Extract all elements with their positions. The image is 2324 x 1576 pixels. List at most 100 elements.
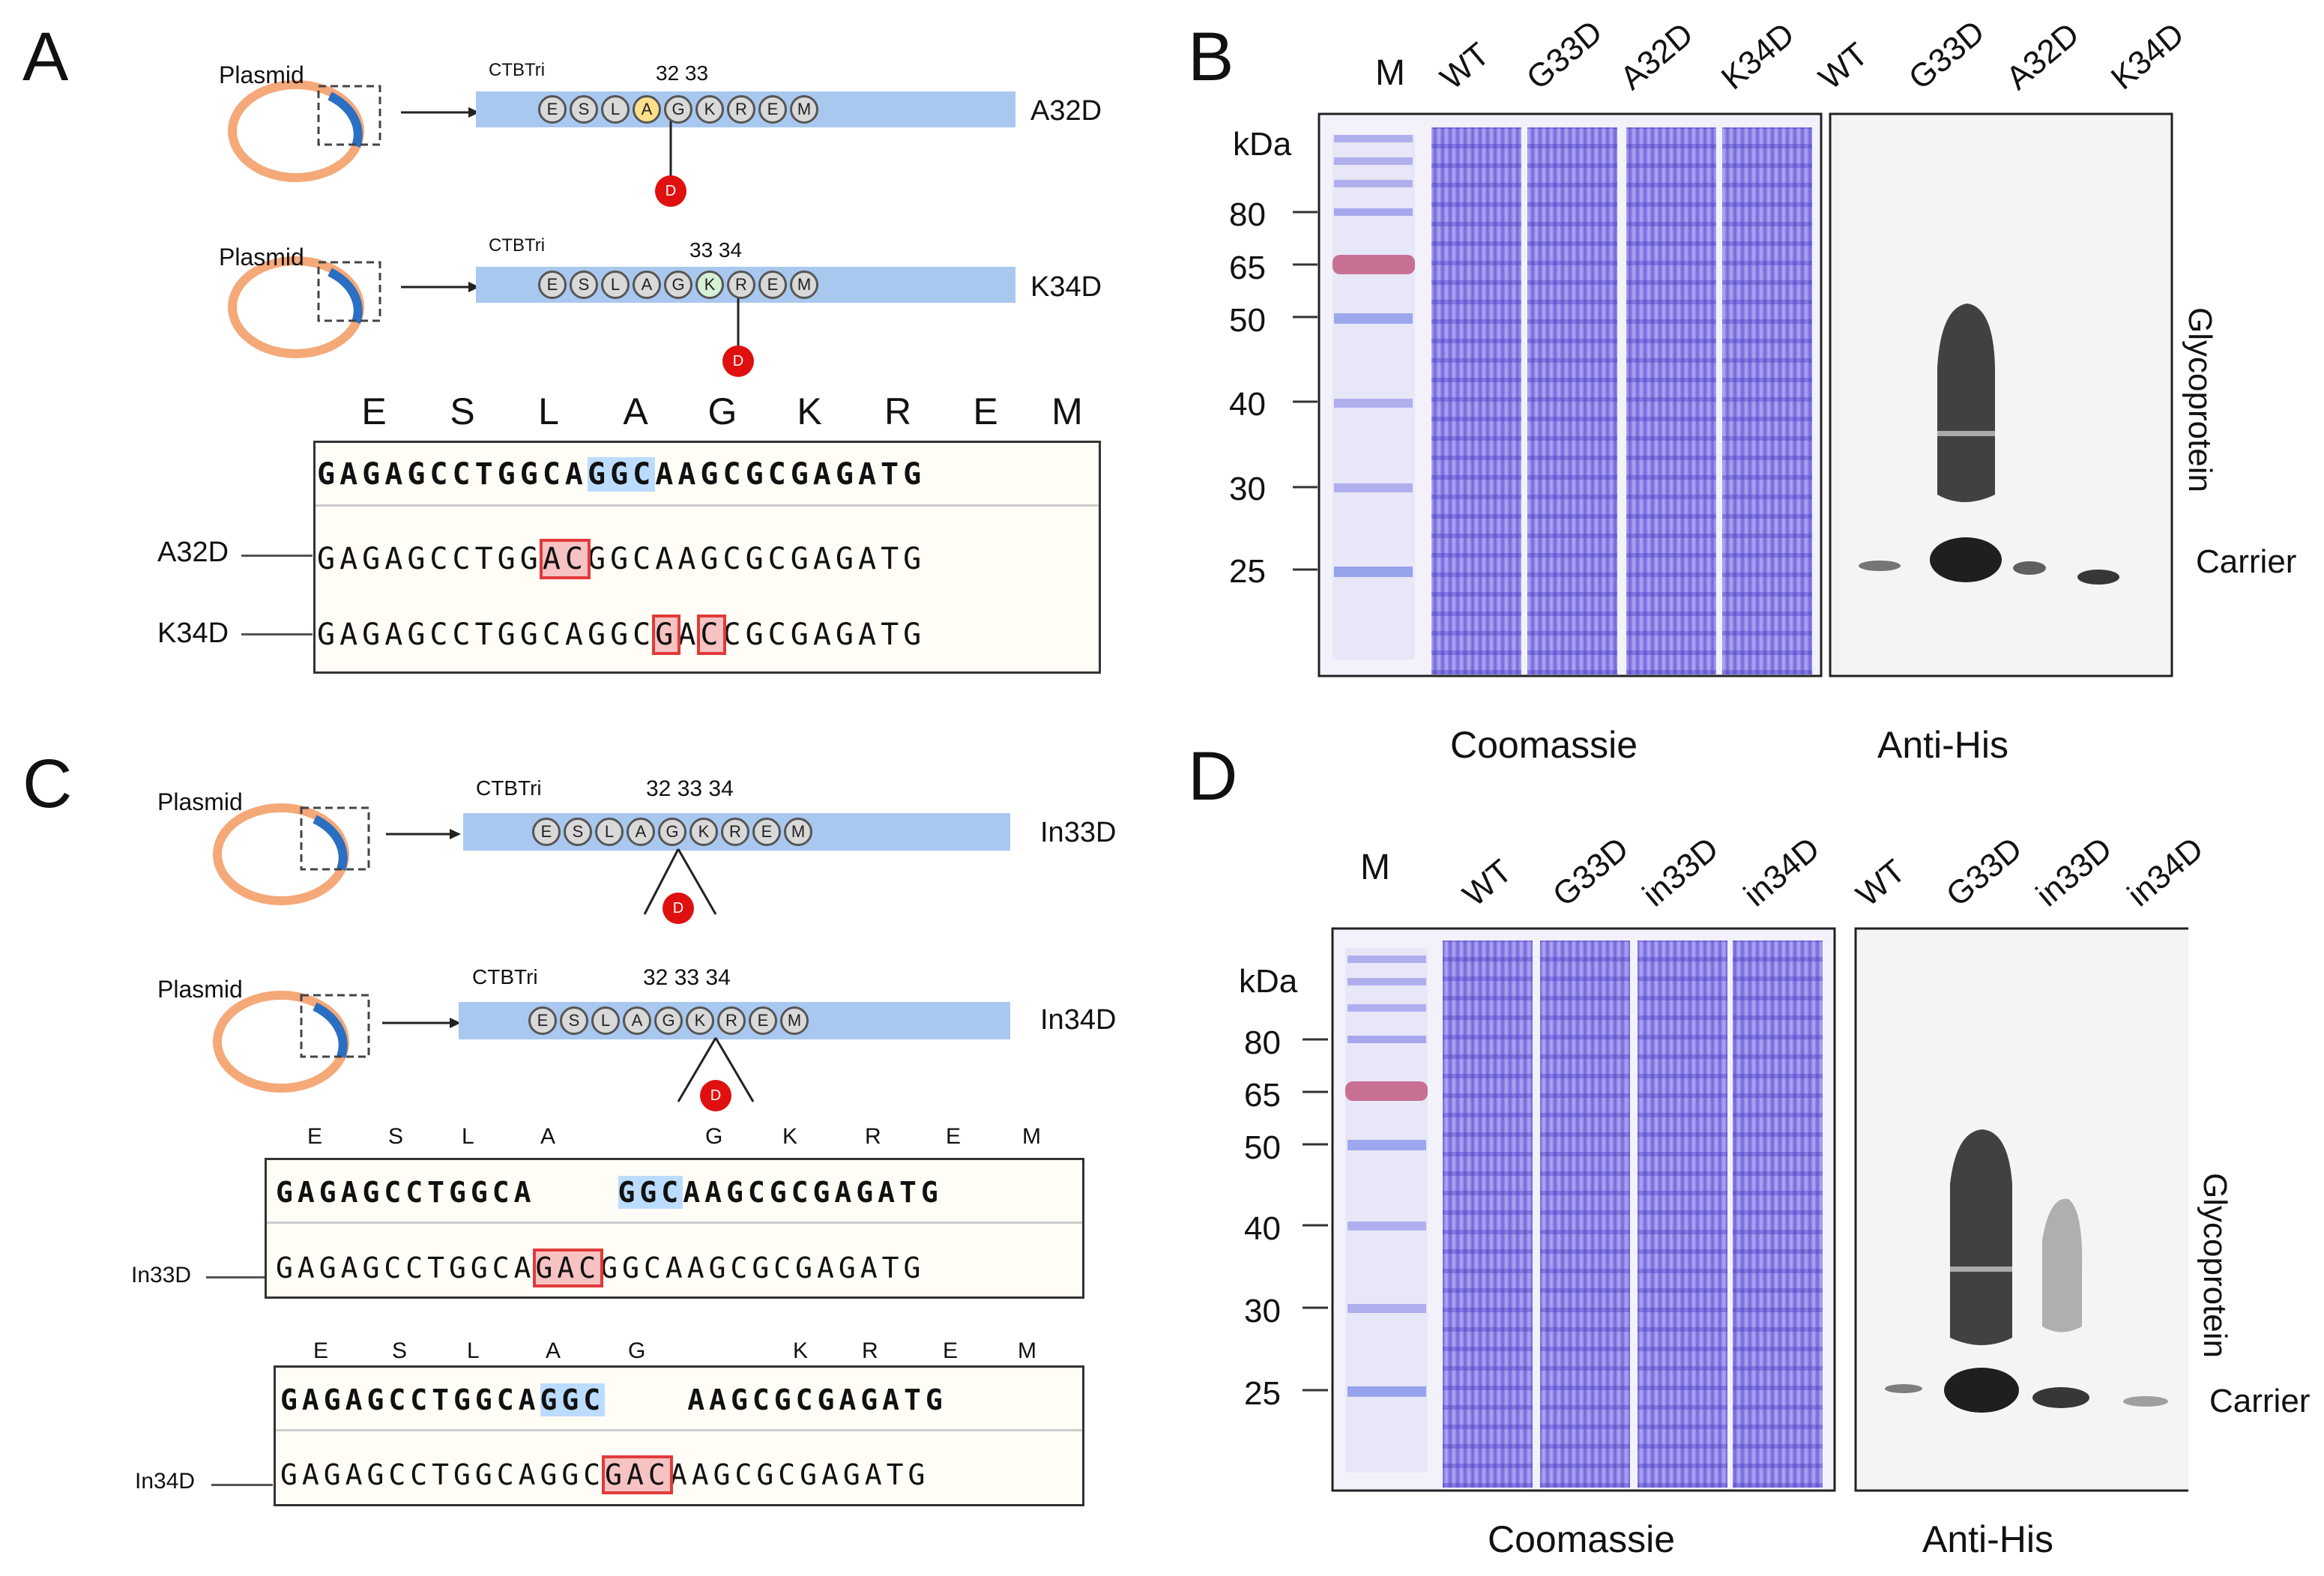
aa-letter: K <box>782 1124 798 1149</box>
aa-letter: E <box>946 1124 962 1149</box>
marker-lane <box>1345 948 1428 1473</box>
residue-beads: E S L A G K R E M <box>528 1006 809 1035</box>
residue-bead: E <box>752 818 781 846</box>
aa-letter: G <box>628 1338 646 1363</box>
residue-bead: G <box>654 1006 683 1035</box>
residue-bead: G <box>658 818 686 846</box>
insert-box <box>317 85 381 146</box>
glycoprotein-label: Glycoprotein <box>2197 1173 2233 1359</box>
construct-name: In34D <box>1040 1004 1117 1036</box>
aa-letter: L <box>467 1338 480 1363</box>
antihis-label: Anti-His <box>1877 724 2009 766</box>
mutant-sequence: GAGAGCCTGGCAGACGGCAAGCGCGAGATG <box>276 1249 926 1287</box>
d-badge-label: D <box>710 1087 722 1104</box>
lane-label: G33D <box>1519 13 1610 97</box>
construct-name: A32D <box>1030 95 1102 127</box>
residue-positions: 32 33 34 <box>646 776 734 801</box>
coomassie-label: Coomassie <box>1450 724 1638 766</box>
aa-letter: S <box>450 390 475 432</box>
carrier-label: Carrier <box>2196 543 2297 580</box>
mutant-sequence: GAGAGCCTGGCAGGCGACCGCGAGATG <box>317 615 926 655</box>
panel-letter-a: A <box>22 19 69 95</box>
mutant-sequence: GAGAGCCTGGACGGCAAGCGCGAGATG <box>317 539 926 579</box>
sequence-alignment-a: GAGAGCCTGGCAGGCAAGCGCGAGATG GAGAGCCTGGAC… <box>313 441 1101 674</box>
lane-label: A32D <box>1999 15 2086 97</box>
residue-bead: A <box>633 95 661 124</box>
plasmid-label: Plasmid <box>219 244 304 271</box>
residue-bead: E <box>749 1006 777 1035</box>
aa-letter: G <box>707 390 737 432</box>
aa-letter: A <box>623 390 648 432</box>
residue-bead: S <box>570 271 598 299</box>
lane-label: WT <box>1811 35 1875 97</box>
residue-bead: R <box>717 1006 746 1035</box>
residue-bead: K <box>686 1006 714 1035</box>
residue-bead: L <box>591 1006 620 1035</box>
aa-letter: L <box>462 1124 474 1149</box>
lane-label: in33D <box>2029 830 2119 914</box>
residue-bead: S <box>564 818 592 846</box>
row-label: In33D <box>131 1263 192 1287</box>
aa-letter: R <box>865 1124 881 1149</box>
residue-bead: E <box>758 271 787 299</box>
residue-beads: E S L A G K R E M <box>538 95 818 124</box>
aa-letter: L <box>538 390 559 432</box>
marker-label: M <box>1360 848 1390 887</box>
lane-label: A32D <box>1613 15 1700 97</box>
d-badge-label: D <box>672 900 684 917</box>
lane-label: K34D <box>1714 15 1802 97</box>
residue-bead: A <box>623 1006 651 1035</box>
construct-name: K34D <box>1030 271 1102 303</box>
aa-letter: R <box>884 390 912 432</box>
row-label: K34D <box>157 618 229 649</box>
aa-letter: S <box>392 1338 408 1363</box>
d-badge-label: D <box>665 183 677 199</box>
row-label: In34D <box>135 1469 196 1494</box>
residue-bead: M <box>790 271 818 299</box>
lane-label: G33D <box>1901 13 1992 97</box>
residue-bead: G <box>664 95 692 124</box>
residue-bead: E <box>538 95 567 124</box>
aa-letter: K <box>797 390 822 432</box>
lane-label: in34D <box>2120 830 2211 914</box>
aa-header: E S L A G K R E M <box>330 390 1105 433</box>
glycoprotein-label: Glycoprotein <box>2182 307 2218 493</box>
d-badge-label: D <box>732 353 744 369</box>
kda-tick: 50 <box>1229 302 1266 339</box>
residue-bead: E <box>532 818 561 846</box>
residue-bead: E <box>758 95 787 124</box>
kda-tick: 80 <box>1244 1024 1281 1061</box>
kda-tick: 40 <box>1229 386 1266 423</box>
residue-bead: L <box>601 271 630 299</box>
kda-tick: 80 <box>1229 196 1266 233</box>
kda-tick: 25 <box>1244 1375 1281 1412</box>
aa-letter: E <box>313 1338 329 1363</box>
plasmid-label: Plasmid <box>219 61 304 88</box>
aa-letter: E <box>307 1124 323 1149</box>
lane-label: WT <box>1455 852 1519 914</box>
aa-header: E S L A G K R E M <box>307 1124 1067 1150</box>
kda-tick: 65 <box>1229 250 1266 286</box>
aa-letter: M <box>1051 390 1083 432</box>
residue-bead: L <box>601 95 630 124</box>
coomassie-label: Coomassie <box>1488 1518 1676 1560</box>
panel-letter-b: B <box>1188 19 1234 95</box>
marker-lane <box>1332 135 1415 659</box>
residue-bead: K <box>695 271 724 299</box>
d-badge <box>655 175 686 207</box>
residue-bead: K <box>695 95 724 124</box>
residue-positions: 32 33 34 <box>643 965 731 990</box>
residue-bead: R <box>721 818 749 846</box>
lane-label: G33D <box>1545 830 1636 914</box>
plasmid-insert <box>328 91 363 148</box>
ctbtri-label: CTBTri <box>476 776 542 800</box>
wt-sequence: GAGAGCCTGGCAGGCAAGCGCGAGATG <box>317 457 926 492</box>
residue-bead: M <box>790 95 818 124</box>
lane-label: in34D <box>1736 830 1827 914</box>
row-label: A32D <box>157 537 229 568</box>
aa-letter: M <box>1022 1124 1041 1149</box>
residue-bead: A <box>627 818 655 846</box>
